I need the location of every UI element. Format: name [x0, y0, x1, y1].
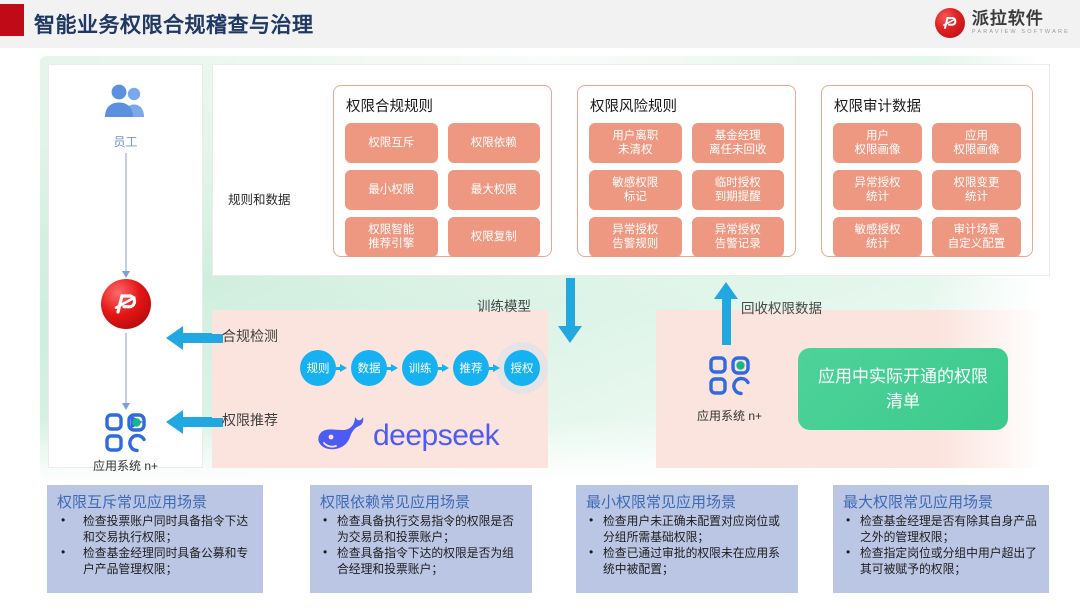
scenario-card-max-privilege: 最大权限常见应用场景 检查基金经理是否有除其自身产品之外的管理权限； 检查指定岗… [833, 485, 1049, 593]
flow-node-rule[interactable]: 规则 [300, 350, 336, 386]
flow-node-authorize[interactable]: 授权 [504, 350, 540, 386]
rule-group-risk: 权限风险规则 用户离职 未清权 基金经理 离任未回收 敏感权限 标记 临时授权 … [577, 85, 796, 257]
rule-chip-grid: 用户离职 未清权 基金经理 离任未回收 敏感权限 标记 临时授权 到期提醒 异常… [589, 123, 784, 257]
rule-chip[interactable]: 异常授权 告警规则 [589, 217, 682, 257]
scenario-item: 检查投票账户同时具备指令下达和交易执行权限； [57, 513, 255, 545]
brand-name-en: PARAVIEW SOFTWARE [971, 29, 1070, 36]
page-header: 智能业务权限合规稽查与治理 派拉软件 PARAVIEW SOFTWARE [0, 0, 1080, 48]
rule-chip[interactable]: 最小权限 [345, 170, 438, 210]
scenario-item: 检查具备执行交易指令的权限是否为交易员和投票账户； [320, 513, 524, 545]
scenario-item: 检查用户未正确未配置对应岗位或分组所需基础权限； [586, 513, 790, 545]
tag-label: 合规检测 [222, 328, 278, 344]
scenario-title: 最小权限常见应用场景 [586, 494, 737, 511]
brand-name-cn: 派拉软件 [971, 9, 1044, 29]
scenario-title: 权限互斥常见应用场景 [57, 494, 208, 511]
app-grid-icon [104, 413, 147, 458]
rule-chip[interactable]: 临时授权 到期提醒 [691, 170, 784, 210]
rule-group-title: 权限合规规则 [346, 99, 433, 115]
rule-group-compliance: 权限合规规则 权限互斥 权限依赖 最小权限 最大权限 权限智能 推荐引擎 权限复… [333, 85, 552, 257]
actor-arrowhead-upper [121, 271, 130, 278]
tag-label: 权限推荐 [222, 412, 278, 428]
flow-node-data[interactable]: 数据 [351, 350, 387, 386]
rule-chip[interactable]: 权限复制 [447, 217, 540, 257]
actor-connector-upper [125, 153, 126, 277]
scenario-item: 检查指定岗位或分组中用户超出了其可被赋予的权限； [843, 545, 1041, 577]
people-icon [102, 83, 150, 122]
deepseek-wordmark: deepseek [373, 418, 500, 452]
brand-logo: 派拉软件 PARAVIEW SOFTWARE [934, 8, 1070, 38]
flow-node-train[interactable]: 训练 [402, 350, 438, 386]
rules-panel: 权限合规规则 权限互斥 权限依赖 最小权限 最大权限 权限智能 推荐引擎 权限复… [212, 64, 1050, 276]
scenario-item: 检查基金经理同时具备公募和专户产品管理权限； [57, 545, 255, 577]
paraview-logo-icon-large [100, 279, 151, 329]
scenario-card-mutual-exclusion: 权限互斥常见应用场景 检查投票账户同时具备指令下达和交易执行权限； 检查基金经理… [47, 485, 263, 593]
scenario-list: 检查用户未正确未配置对应岗位或分组所需基础权限； 检查已通过审批的权限未在应用系… [586, 513, 790, 577]
scenario-list: 检查投票账户同时具备指令下达和交易执行权限； 检查基金经理同时具备公募和专户产品… [57, 513, 255, 577]
app-system-label: 应用系统 n+ [92, 459, 159, 473]
caption-train-model: 训练模型 [477, 299, 531, 314]
deepseek-logo: deepseek [315, 413, 500, 458]
actor-connector-lower [125, 333, 126, 409]
rule-group-title: 权限审计数据 [834, 99, 921, 115]
rule-chip-grid: 用户 权限画像 应用 权限画像 异常授权 统计 权限变更 统计 敏感授权 统计 … [833, 123, 1021, 257]
model-flow-chain: 规则 数据 训练 推荐 授权 [300, 350, 540, 386]
permission-list-box: 应用中实际开通的权限清单 [798, 348, 1008, 430]
rule-chip[interactable]: 用户离职 未清权 [589, 123, 682, 163]
arrow-train-model [558, 278, 582, 343]
rule-chip[interactable]: 权限依赖 [447, 123, 540, 163]
header-accent-block [0, 4, 24, 36]
caption-recycle-data: 回收权限数据 [741, 301, 822, 316]
deepseek-whale-icon [315, 413, 367, 458]
rule-chip[interactable]: 审计场景 自定义配置 [932, 217, 1021, 257]
scenario-title: 权限依赖常见应用场景 [320, 494, 471, 511]
scenario-list: 检查具备执行交易指令的权限是否为交易员和投票账户； 检查具备指令下达的权限是否为… [320, 513, 524, 577]
tag-permission-recommend: 权限推荐 [178, 410, 278, 430]
tag-dash-icon [178, 417, 212, 423]
app-system-right-label: 应用系统 n+ [697, 409, 763, 423]
actor-arrowhead-lower [121, 403, 130, 410]
arrow-recycle-data [714, 282, 738, 345]
actor-panel: 员工 应用系统 n+ [48, 64, 203, 473]
rule-chip[interactable]: 异常授权 统计 [833, 170, 922, 210]
rule-group-title: 权限风险规则 [590, 99, 677, 115]
flow-arrow-icon [385, 364, 398, 372]
app-system-right: 应用系统 n+ [697, 356, 762, 424]
rule-chip[interactable]: 用户 权限画像 [833, 123, 922, 163]
scenario-card-dependency: 权限依赖常见应用场景 检查具备执行交易指令的权限是否为交易员和投票账户； 检查具… [310, 485, 532, 593]
rule-chip[interactable]: 异常授权 告警记录 [691, 217, 784, 257]
rule-chip[interactable]: 基金经理 离任未回收 [691, 123, 784, 163]
scenario-list: 检查基金经理是否有除其自身产品之外的管理权限； 检查指定岗位或分组中用户超出了其… [843, 513, 1041, 577]
flow-arrow-icon [436, 364, 449, 372]
rules-side-label: 规则和数据 [228, 193, 291, 207]
scenario-item: 检查具备指令下达的权限是否为组合经理和投票账户； [320, 545, 524, 577]
flow-node-recommend[interactable]: 推荐 [453, 350, 489, 386]
employee-label: 员工 [113, 135, 138, 149]
rule-chip-grid: 权限互斥 权限依赖 最小权限 最大权限 权限智能 推荐引擎 权限复制 [345, 123, 540, 257]
rule-chip[interactable]: 敏感权限 标记 [589, 170, 682, 210]
rule-chip[interactable]: 权限智能 推荐引擎 [345, 217, 438, 257]
scenario-card-least-privilege: 最小权限常见应用场景 检查用户未正确未配置对应岗位或分组所需基础权限； 检查已通… [576, 485, 798, 593]
scenario-item: 检查基金经理是否有除其自身产品之外的管理权限； [843, 513, 1041, 545]
flow-arrow-icon [487, 364, 500, 372]
rule-chip[interactable]: 权限变更 统计 [932, 170, 1021, 210]
scenario-title: 最大权限常见应用场景 [843, 494, 994, 511]
compliance-panel [212, 310, 548, 468]
app-grid-icon [708, 356, 751, 400]
rule-chip[interactable]: 最大权限 [447, 170, 540, 210]
rule-group-audit: 权限审计数据 用户 权限画像 应用 权限画像 异常授权 统计 权限变更 统计 敏… [821, 85, 1033, 257]
tag-compliance-detection: 合规检测 [178, 326, 278, 346]
paraview-logo-icon [934, 8, 965, 38]
rule-chip[interactable]: 权限互斥 [345, 123, 438, 163]
tag-dash-icon [178, 333, 212, 339]
page-title: 智能业务权限合规稽查与治理 [34, 14, 314, 37]
scenario-item: 检查已通过审批的权限未在应用系统中被配置； [586, 545, 790, 577]
rule-chip[interactable]: 应用 权限画像 [932, 123, 1021, 163]
flow-arrow-icon [334, 364, 347, 372]
rule-chip[interactable]: 敏感授权 统计 [833, 217, 922, 257]
